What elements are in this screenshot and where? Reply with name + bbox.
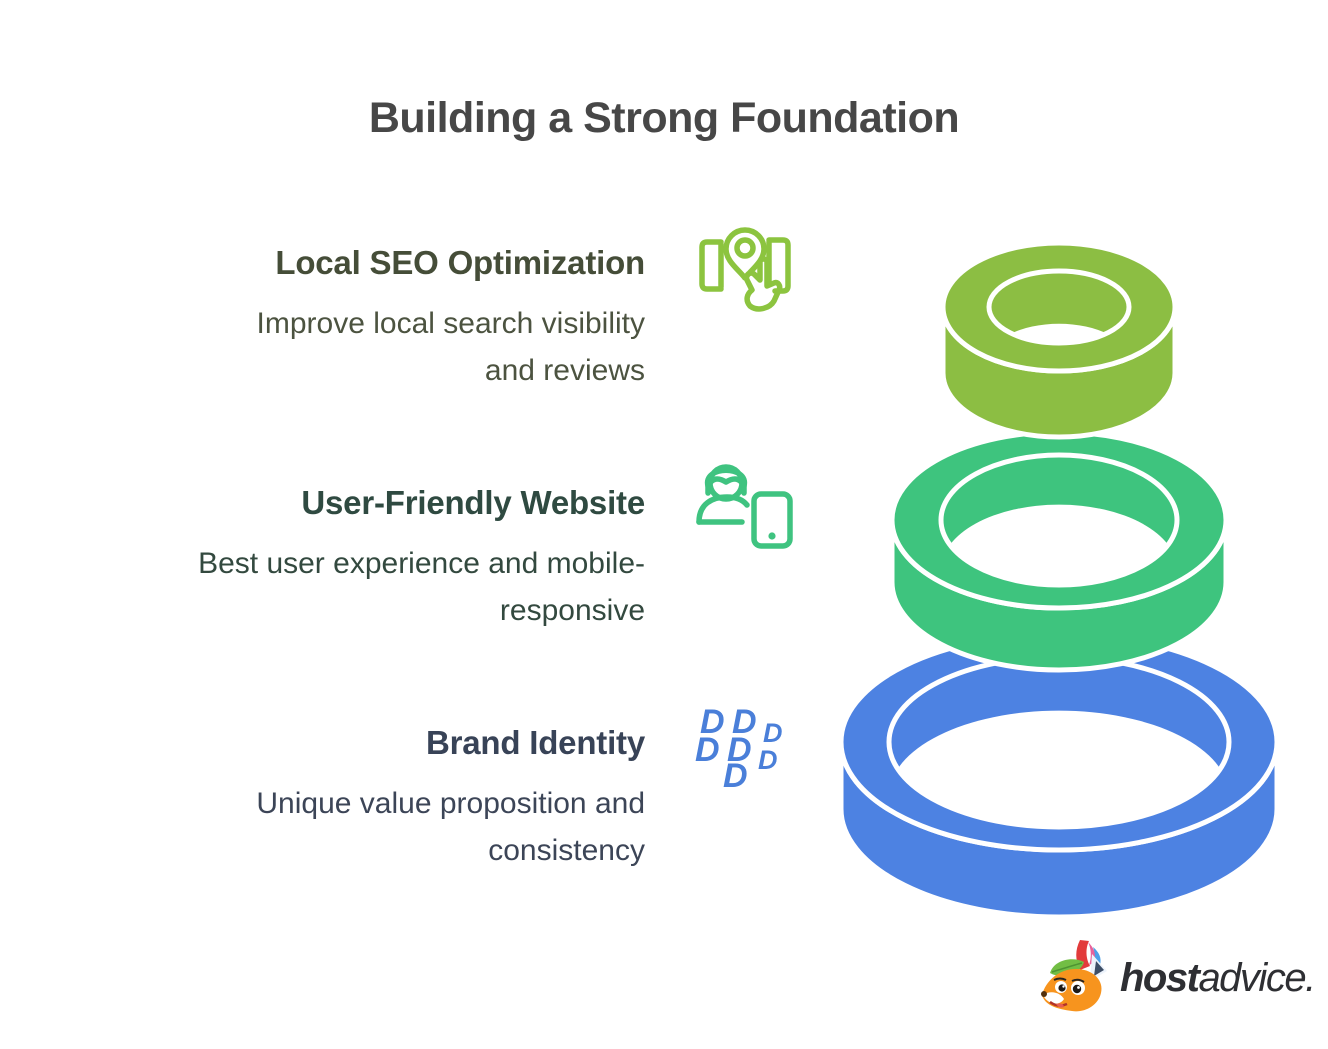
section-brand-identity: Brand Identity Unique value proposition … — [45, 722, 645, 874]
section-heading-brand-identity: Brand Identity — [425, 724, 645, 761]
ring-bottom — [838, 631, 1280, 920]
section-body-brand-identity: Unique value proposition and consistency — [256, 787, 645, 867]
svg-text:D: D — [700, 703, 725, 741]
brand-letters-icon: D D D D D D D — [695, 703, 783, 795]
section-heading-local-seo: Local SEO Optimization — [275, 244, 645, 281]
section-heading-user-friendly: User-Friendly Website — [301, 484, 645, 521]
svg-text:D: D — [723, 757, 748, 795]
svg-text:D: D — [695, 731, 720, 769]
section-user-friendly-website: User-Friendly Website Best user experien… — [45, 482, 645, 634]
svg-text:D: D — [758, 745, 778, 775]
logo-word-advice: advice. — [1198, 955, 1316, 1000]
section-body-user-friendly: Best user experience and mobile- respons… — [198, 547, 645, 627]
ring-middle — [889, 429, 1229, 673]
section-local-seo: Local SEO Optimization Improve local sea… — [45, 242, 646, 394]
fox-mascot-icon — [1041, 940, 1107, 1012]
hostadvice-logo: hostadvice. — [1038, 938, 1316, 1018]
hostadvice-wordmark: hostadvice. — [1120, 955, 1316, 1001]
map-location-pin-icon — [699, 227, 791, 312]
logo-word-host: host — [1120, 955, 1200, 1000]
svg-text:D: D — [727, 731, 752, 769]
svg-text:D: D — [763, 718, 783, 748]
woman-with-phone-icon — [696, 464, 793, 549]
section-body-local-seo: Improve local search visibility and revi… — [256, 307, 645, 387]
ring-top — [940, 240, 1178, 440]
svg-text:D: D — [732, 703, 757, 741]
page-title: Building a Strong Foundation — [368, 94, 960, 142]
